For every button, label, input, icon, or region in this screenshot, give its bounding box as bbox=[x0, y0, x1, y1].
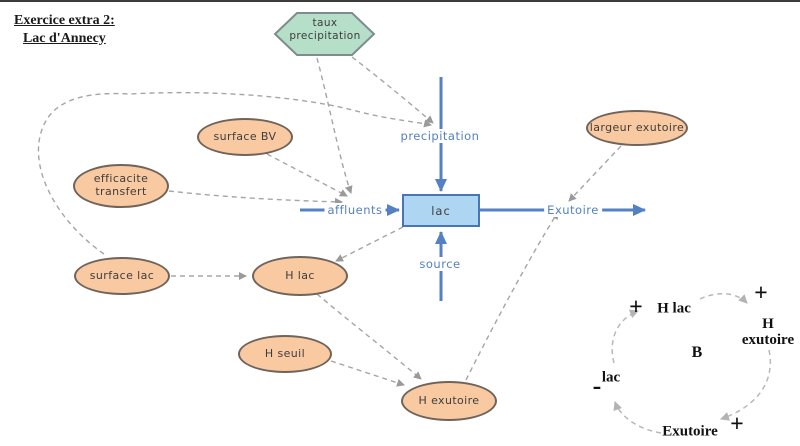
connector-taux-precipitation-to-precipitation bbox=[351, 56, 434, 124]
loop-sign-h-lac: + bbox=[629, 294, 643, 321]
hexagon-taux-precipitation-label[interactable]: taux precipitation bbox=[289, 17, 361, 43]
loop-arrow-h-lac-to-h-exutoire bbox=[699, 293, 748, 304]
loop-node-h-exutoire: H exutoire bbox=[741, 316, 795, 348]
variable-largeur-exutoire[interactable]: largeur exutoire bbox=[586, 110, 688, 146]
connector-surface-bv-to-affluents bbox=[266, 153, 348, 197]
flow-affluents-label[interactable]: affluents bbox=[324, 203, 386, 217]
page-title-line1: Exercice extra 2: bbox=[14, 13, 115, 28]
stock-lac[interactable]: lac bbox=[402, 194, 480, 227]
loop-node-exutoire: Exutoire bbox=[662, 423, 718, 440]
page-title-line2: Lac d'Annecy bbox=[22, 30, 106, 46]
connector-surface-lac-to-precipitation bbox=[37, 91, 432, 255]
loop-balancing-label: B bbox=[691, 344, 703, 361]
connector-h-lac-to-h-exutoire bbox=[316, 293, 422, 380]
connector-efficacite-transfert-to-affluents bbox=[168, 190, 343, 206]
hexagon-taux-precipitation-shape[interactable] bbox=[273, 12, 376, 56]
loop-node-lac: lac bbox=[601, 369, 621, 386]
flow-exutoire-label[interactable]: Exutoire bbox=[544, 203, 602, 217]
connector-lac-to-h-lac bbox=[335, 226, 404, 262]
connector-largeur-exutoire-to-exutoire bbox=[568, 145, 622, 202]
loop-sign-h-exutoire: + bbox=[754, 280, 768, 307]
variable-h-lac[interactable]: H lac bbox=[252, 256, 348, 296]
loop-sign-lac: - bbox=[592, 371, 602, 400]
loop-arrow-lac-to-h-lac bbox=[611, 309, 639, 364]
flow-source-label[interactable]: source bbox=[416, 257, 464, 271]
connector-h-seuil-to-h-exutoire bbox=[330, 360, 405, 387]
loop-sign-exutoire: + bbox=[730, 411, 744, 438]
loop-node-h-lac: H lac bbox=[657, 300, 691, 317]
variable-surface-bv[interactable]: surface BV bbox=[197, 118, 293, 156]
variable-h-seuil[interactable]: H seuil bbox=[238, 335, 332, 373]
connector-h-exutoire-to-exutoire bbox=[465, 211, 559, 381]
connector-taux-precipitation-to-affluents bbox=[316, 57, 353, 194]
flow-precipitation-label[interactable]: precipitation bbox=[397, 129, 483, 143]
variable-surface-lac[interactable]: surface lac bbox=[74, 257, 170, 295]
variable-efficacite-transfert[interactable]: efficacite transfert bbox=[73, 164, 169, 208]
page-title: Exercice extra 2: Lac d'Annecy bbox=[14, 12, 115, 47]
loop-arrow-h-exutoire-to-exutoire bbox=[720, 349, 772, 421]
loop-arrow-exutoire-to-lac bbox=[613, 401, 662, 434]
variable-h-exutoire[interactable]: H exutoire bbox=[401, 381, 497, 421]
